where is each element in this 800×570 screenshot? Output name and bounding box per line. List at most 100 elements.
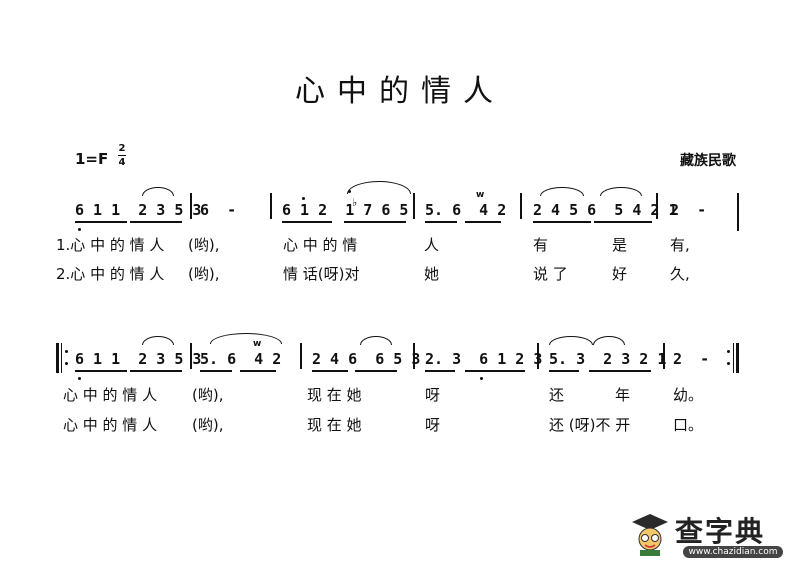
page-title: 心中的情人 bbox=[295, 74, 505, 109]
trill-mark: w bbox=[476, 190, 485, 200]
repeat-dot bbox=[65, 362, 68, 365]
lyric: 好 bbox=[612, 265, 628, 283]
measure-9-notes: 2 4 6 6 5 3 bbox=[312, 350, 421, 368]
watermark-url: www.chazidian.com bbox=[683, 546, 783, 558]
repeat-dot bbox=[727, 362, 730, 365]
barline bbox=[520, 193, 522, 219]
trill-mark: w bbox=[253, 339, 262, 349]
beam bbox=[533, 221, 591, 223]
lyric: (哟), bbox=[188, 236, 220, 254]
lyric: 口。 bbox=[673, 416, 704, 434]
barline bbox=[413, 343, 415, 369]
lyric: 1.心 中 的 情 人 bbox=[56, 236, 165, 254]
lyric: 情 话(呀)对 bbox=[283, 265, 360, 283]
lyric: 心 中 的 情 bbox=[283, 236, 358, 254]
flat-sign: ♭ bbox=[352, 196, 358, 209]
slur bbox=[210, 333, 282, 344]
beam bbox=[130, 370, 182, 372]
beam bbox=[130, 221, 182, 223]
beam bbox=[282, 221, 332, 223]
beam bbox=[425, 370, 455, 372]
measure-6-notes: 2 - bbox=[670, 201, 707, 219]
lyric: 现 在 她 bbox=[307, 386, 362, 404]
beam bbox=[344, 221, 406, 223]
lyric: 久, bbox=[670, 265, 690, 283]
lyric: 有, bbox=[670, 236, 690, 254]
repeat-start-thick bbox=[56, 343, 59, 373]
measure-4-notes: 5. 6 4 2 bbox=[425, 201, 507, 219]
repeat-dot bbox=[727, 350, 730, 353]
octave-dot bbox=[348, 190, 351, 193]
slur bbox=[347, 181, 411, 194]
lyric: 她 bbox=[424, 265, 440, 283]
beam bbox=[75, 370, 127, 372]
slur bbox=[142, 187, 174, 196]
barline bbox=[190, 193, 192, 219]
beam bbox=[240, 370, 276, 372]
lyric: 心 中 的 情 人 bbox=[63, 416, 158, 434]
time-signature: 2 4 bbox=[118, 143, 126, 168]
barline bbox=[190, 343, 192, 369]
barline bbox=[413, 193, 415, 219]
slur bbox=[360, 336, 392, 345]
barline bbox=[537, 343, 539, 369]
lyric: 心 中 的 情 人 bbox=[63, 386, 158, 404]
repeat-dot bbox=[65, 350, 68, 353]
beam bbox=[75, 221, 127, 223]
watermark-brand: 查字典 bbox=[675, 515, 766, 548]
beam bbox=[549, 370, 579, 372]
octave-dot bbox=[78, 228, 81, 231]
measure-1-notes: 6 1 1 2 3 5 3 bbox=[75, 201, 202, 219]
beam bbox=[425, 221, 457, 223]
slur bbox=[549, 336, 593, 345]
beam bbox=[465, 370, 525, 372]
slur bbox=[540, 187, 584, 196]
barline bbox=[656, 193, 658, 219]
lyric: 有 bbox=[533, 236, 549, 254]
lyric: 现 在 她 bbox=[307, 416, 362, 434]
octave-dot bbox=[302, 197, 305, 200]
measure-10-notes: 2. 3 6 1 2 3 bbox=[425, 350, 543, 368]
graduate-mascot-icon bbox=[632, 514, 668, 556]
lyric: 说 了 bbox=[533, 265, 568, 283]
lyric: (哟), bbox=[192, 416, 224, 434]
beam bbox=[312, 370, 348, 372]
lyric: 还 bbox=[549, 386, 565, 404]
repeat-start-thin bbox=[61, 343, 62, 373]
measure-11-notes: 5. 3 2 3 2 1 bbox=[549, 350, 667, 368]
measure-5-notes: 2 4 5 6 5 4 2 1 bbox=[533, 201, 678, 219]
beam bbox=[465, 221, 501, 223]
repeat-end-thin bbox=[733, 343, 734, 373]
measure-2-notes: 6 - bbox=[200, 201, 237, 219]
barline bbox=[663, 343, 665, 369]
lyric: (哟), bbox=[188, 265, 220, 283]
measure-12-notes: 2 - bbox=[673, 350, 710, 368]
song-attribution: 藏族民歌 bbox=[680, 153, 736, 169]
lyric: 幼。 bbox=[673, 386, 704, 404]
beam bbox=[355, 370, 397, 372]
repeat-end-thick bbox=[736, 343, 739, 373]
octave-dot bbox=[78, 377, 81, 380]
lyric: 人 bbox=[424, 236, 440, 254]
lyric: (哟), bbox=[192, 386, 224, 404]
measure-8-notes: 5. 6 4 2 bbox=[200, 350, 282, 368]
measure-7-notes: 6 1 1 2 3 5 3 bbox=[75, 350, 202, 368]
beam bbox=[589, 370, 651, 372]
octave-dot bbox=[480, 377, 483, 380]
beam bbox=[200, 370, 232, 372]
slur bbox=[593, 336, 625, 345]
time-signature-bottom: 4 bbox=[118, 157, 126, 168]
slur bbox=[600, 187, 642, 196]
key-signature: 1=F bbox=[75, 150, 109, 168]
time-signature-top: 2 bbox=[118, 143, 126, 154]
slur bbox=[142, 336, 174, 345]
lyric: 2.心 中 的 情 人 bbox=[56, 265, 165, 283]
lyric: 呀 bbox=[425, 416, 441, 434]
measure-3-notes: 6 1 2 1 7 6 5 bbox=[282, 201, 409, 219]
barline bbox=[737, 193, 739, 231]
lyric: 呀 bbox=[425, 386, 441, 404]
lyric: 还 (呀)不 开 bbox=[549, 416, 631, 434]
barline bbox=[270, 193, 272, 219]
beam bbox=[594, 221, 652, 223]
lyric: 是 bbox=[612, 236, 628, 254]
